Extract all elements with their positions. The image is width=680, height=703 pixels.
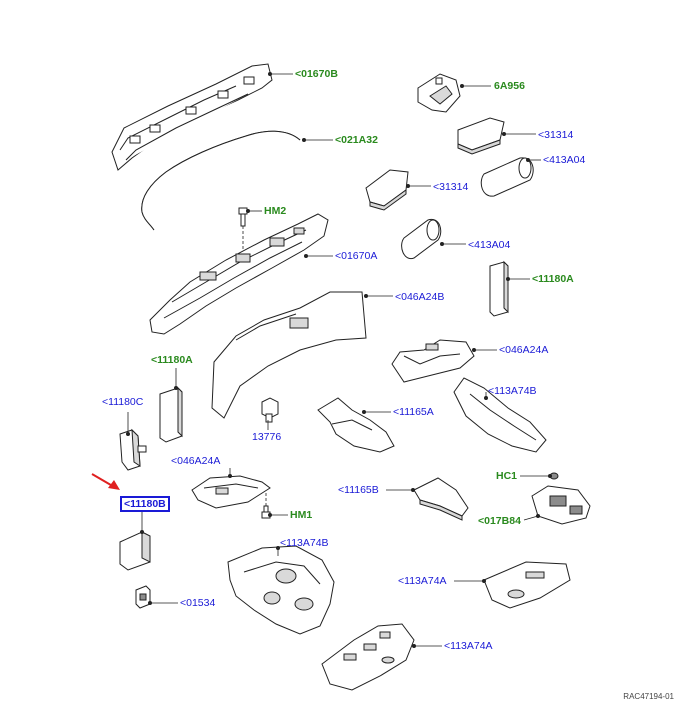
mount-bracket[interactable] <box>417 73 461 113</box>
callout-113A74B-left[interactable]: <113A74B <box>280 537 329 549</box>
callout-11180A-left[interactable]: <11180A <box>151 354 193 366</box>
support-panel[interactable] <box>149 213 329 335</box>
callout-11180A-right[interactable]: <11180A <box>532 273 574 285</box>
insulator-roll-upper[interactable] <box>480 157 534 197</box>
callout-HM2[interactable]: HM2 <box>264 205 287 217</box>
callout-HC1[interactable]: HC1 <box>496 470 518 482</box>
floor-pan-left[interactable] <box>321 623 415 691</box>
floor-pan-right[interactable] <box>483 561 571 609</box>
foam-block-left[interactable] <box>159 386 183 443</box>
connector-housing[interactable] <box>531 485 591 525</box>
callout-11165B[interactable]: <11165B <box>338 484 379 496</box>
floor-insulator-main[interactable] <box>227 545 335 635</box>
callout-11165A[interactable]: <11165A <box>393 406 434 418</box>
pad-11165a[interactable] <box>317 397 395 453</box>
corner-block[interactable] <box>119 428 147 471</box>
callout-413A04-upper[interactable]: <413A04 <box>543 154 586 166</box>
pad-11165b[interactable] <box>413 477 469 521</box>
callout-046A24B[interactable]: <046A24B <box>395 291 445 303</box>
floor-insulator-strip[interactable] <box>453 377 547 453</box>
duct-insulator[interactable] <box>391 339 475 383</box>
tray-insulator[interactable] <box>191 475 271 509</box>
callout-046A24A-right[interactable]: <046A24A <box>499 344 549 356</box>
callout-01534[interactable]: <01534 <box>180 597 216 609</box>
callout-6A956[interactable]: 6A956 <box>494 80 525 92</box>
block-11180b[interactable] <box>119 531 151 571</box>
callout-113A74B-right[interactable]: <113A74B <box>488 385 537 397</box>
callout-01670A[interactable]: <01670A <box>335 250 378 262</box>
callout-11180C[interactable]: <11180C <box>102 396 144 408</box>
callout-11180B-selected[interactable]: <11180B <box>120 496 170 512</box>
callout-046A24A-left[interactable]: <046A24A <box>171 455 221 467</box>
rear-seat-back-panel[interactable] <box>111 63 273 171</box>
foam-block-right[interactable] <box>489 260 509 317</box>
callout-31314-lower[interactable]: <31314 <box>433 181 469 193</box>
callout-017B84[interactable]: <017B84 <box>478 515 521 527</box>
callout-113A74A-right[interactable]: <113A74A <box>398 575 447 587</box>
callout-HM1[interactable]: HM1 <box>290 509 313 521</box>
callout-113A74A-left[interactable]: <113A74A <box>444 640 493 652</box>
side-insulator[interactable] <box>211 291 367 419</box>
callout-13776[interactable]: 13776 <box>252 431 282 443</box>
clip-13776[interactable] <box>261 397 279 423</box>
callout-413A04-lower[interactable]: <413A04 <box>468 239 511 251</box>
pointer-arrow <box>91 473 120 490</box>
insulator-pad-lower[interactable] <box>365 169 409 211</box>
callout-021A32[interactable]: <021A32 <box>335 134 378 146</box>
diagram-reference-number: RAC47194-01 <box>623 692 674 701</box>
insulator-pad-upper[interactable] <box>457 117 505 155</box>
callout-31314-upper[interactable]: <31314 <box>538 129 574 141</box>
insulator-roll-lower[interactable] <box>401 218 442 260</box>
fastener-hm2[interactable] <box>238 207 248 227</box>
callout-01670B[interactable]: <01670B <box>295 68 338 80</box>
weatherstrip[interactable] <box>141 130 301 231</box>
bracket-01534[interactable] <box>135 585 151 609</box>
